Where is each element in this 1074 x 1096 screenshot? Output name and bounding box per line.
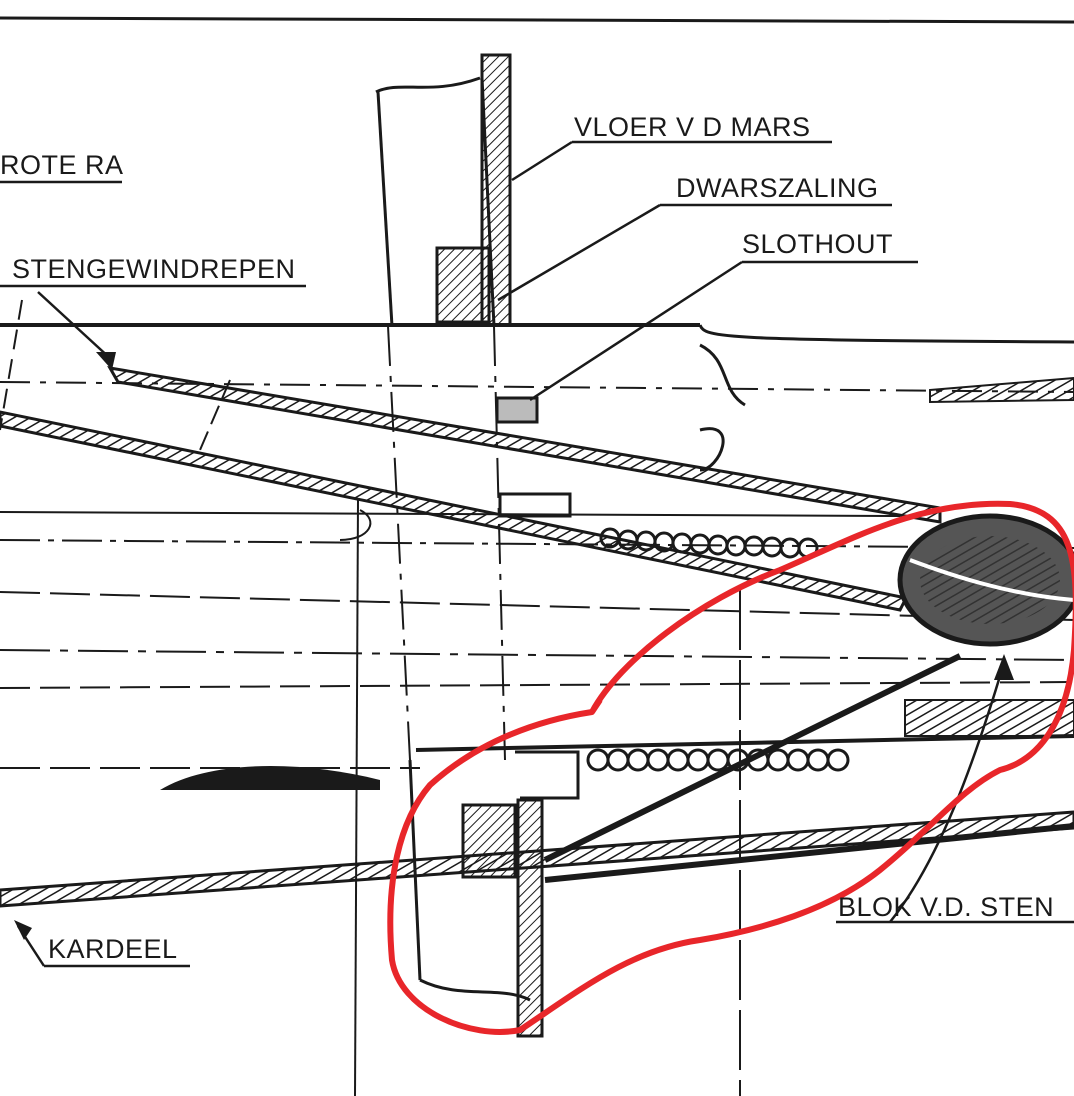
topmast-block <box>897 513 1074 647</box>
label-dwarszaling: DWARSZALING <box>676 173 879 203</box>
shroud-ropes <box>0 653 1074 908</box>
lower-mast-plank <box>516 798 544 1038</box>
black-wedge <box>160 766 380 790</box>
arrow-stengewindrepen <box>96 352 116 370</box>
cleat-lower <box>515 750 580 800</box>
red-highlight-outline <box>387 500 1074 1035</box>
arrow-blok <box>994 654 1014 680</box>
label-vloer-vd-mars: VLOER V D MARS <box>574 112 811 142</box>
label-stengewindrepen: STENGEWINDREPEN <box>12 254 296 284</box>
lower-mast <box>408 759 531 1002</box>
label-blok-vd-stenge: BLOK V.D. STEN <box>838 892 1054 922</box>
slothout-block <box>495 396 539 424</box>
stengewindrepen-ropes <box>0 365 1074 612</box>
frame-top-line <box>0 16 1074 24</box>
label-kardeel: KARDEEL <box>48 934 178 964</box>
ring-chain-lower <box>586 748 850 772</box>
dwarszaling-block <box>435 246 491 324</box>
arrow-kardeel <box>14 920 32 940</box>
label-slothout: SLOTHOUT <box>742 229 893 259</box>
label-grote-ra: ROTE RA <box>0 150 124 180</box>
cleat-upper <box>498 492 572 518</box>
ring-chain-upper <box>599 527 819 559</box>
